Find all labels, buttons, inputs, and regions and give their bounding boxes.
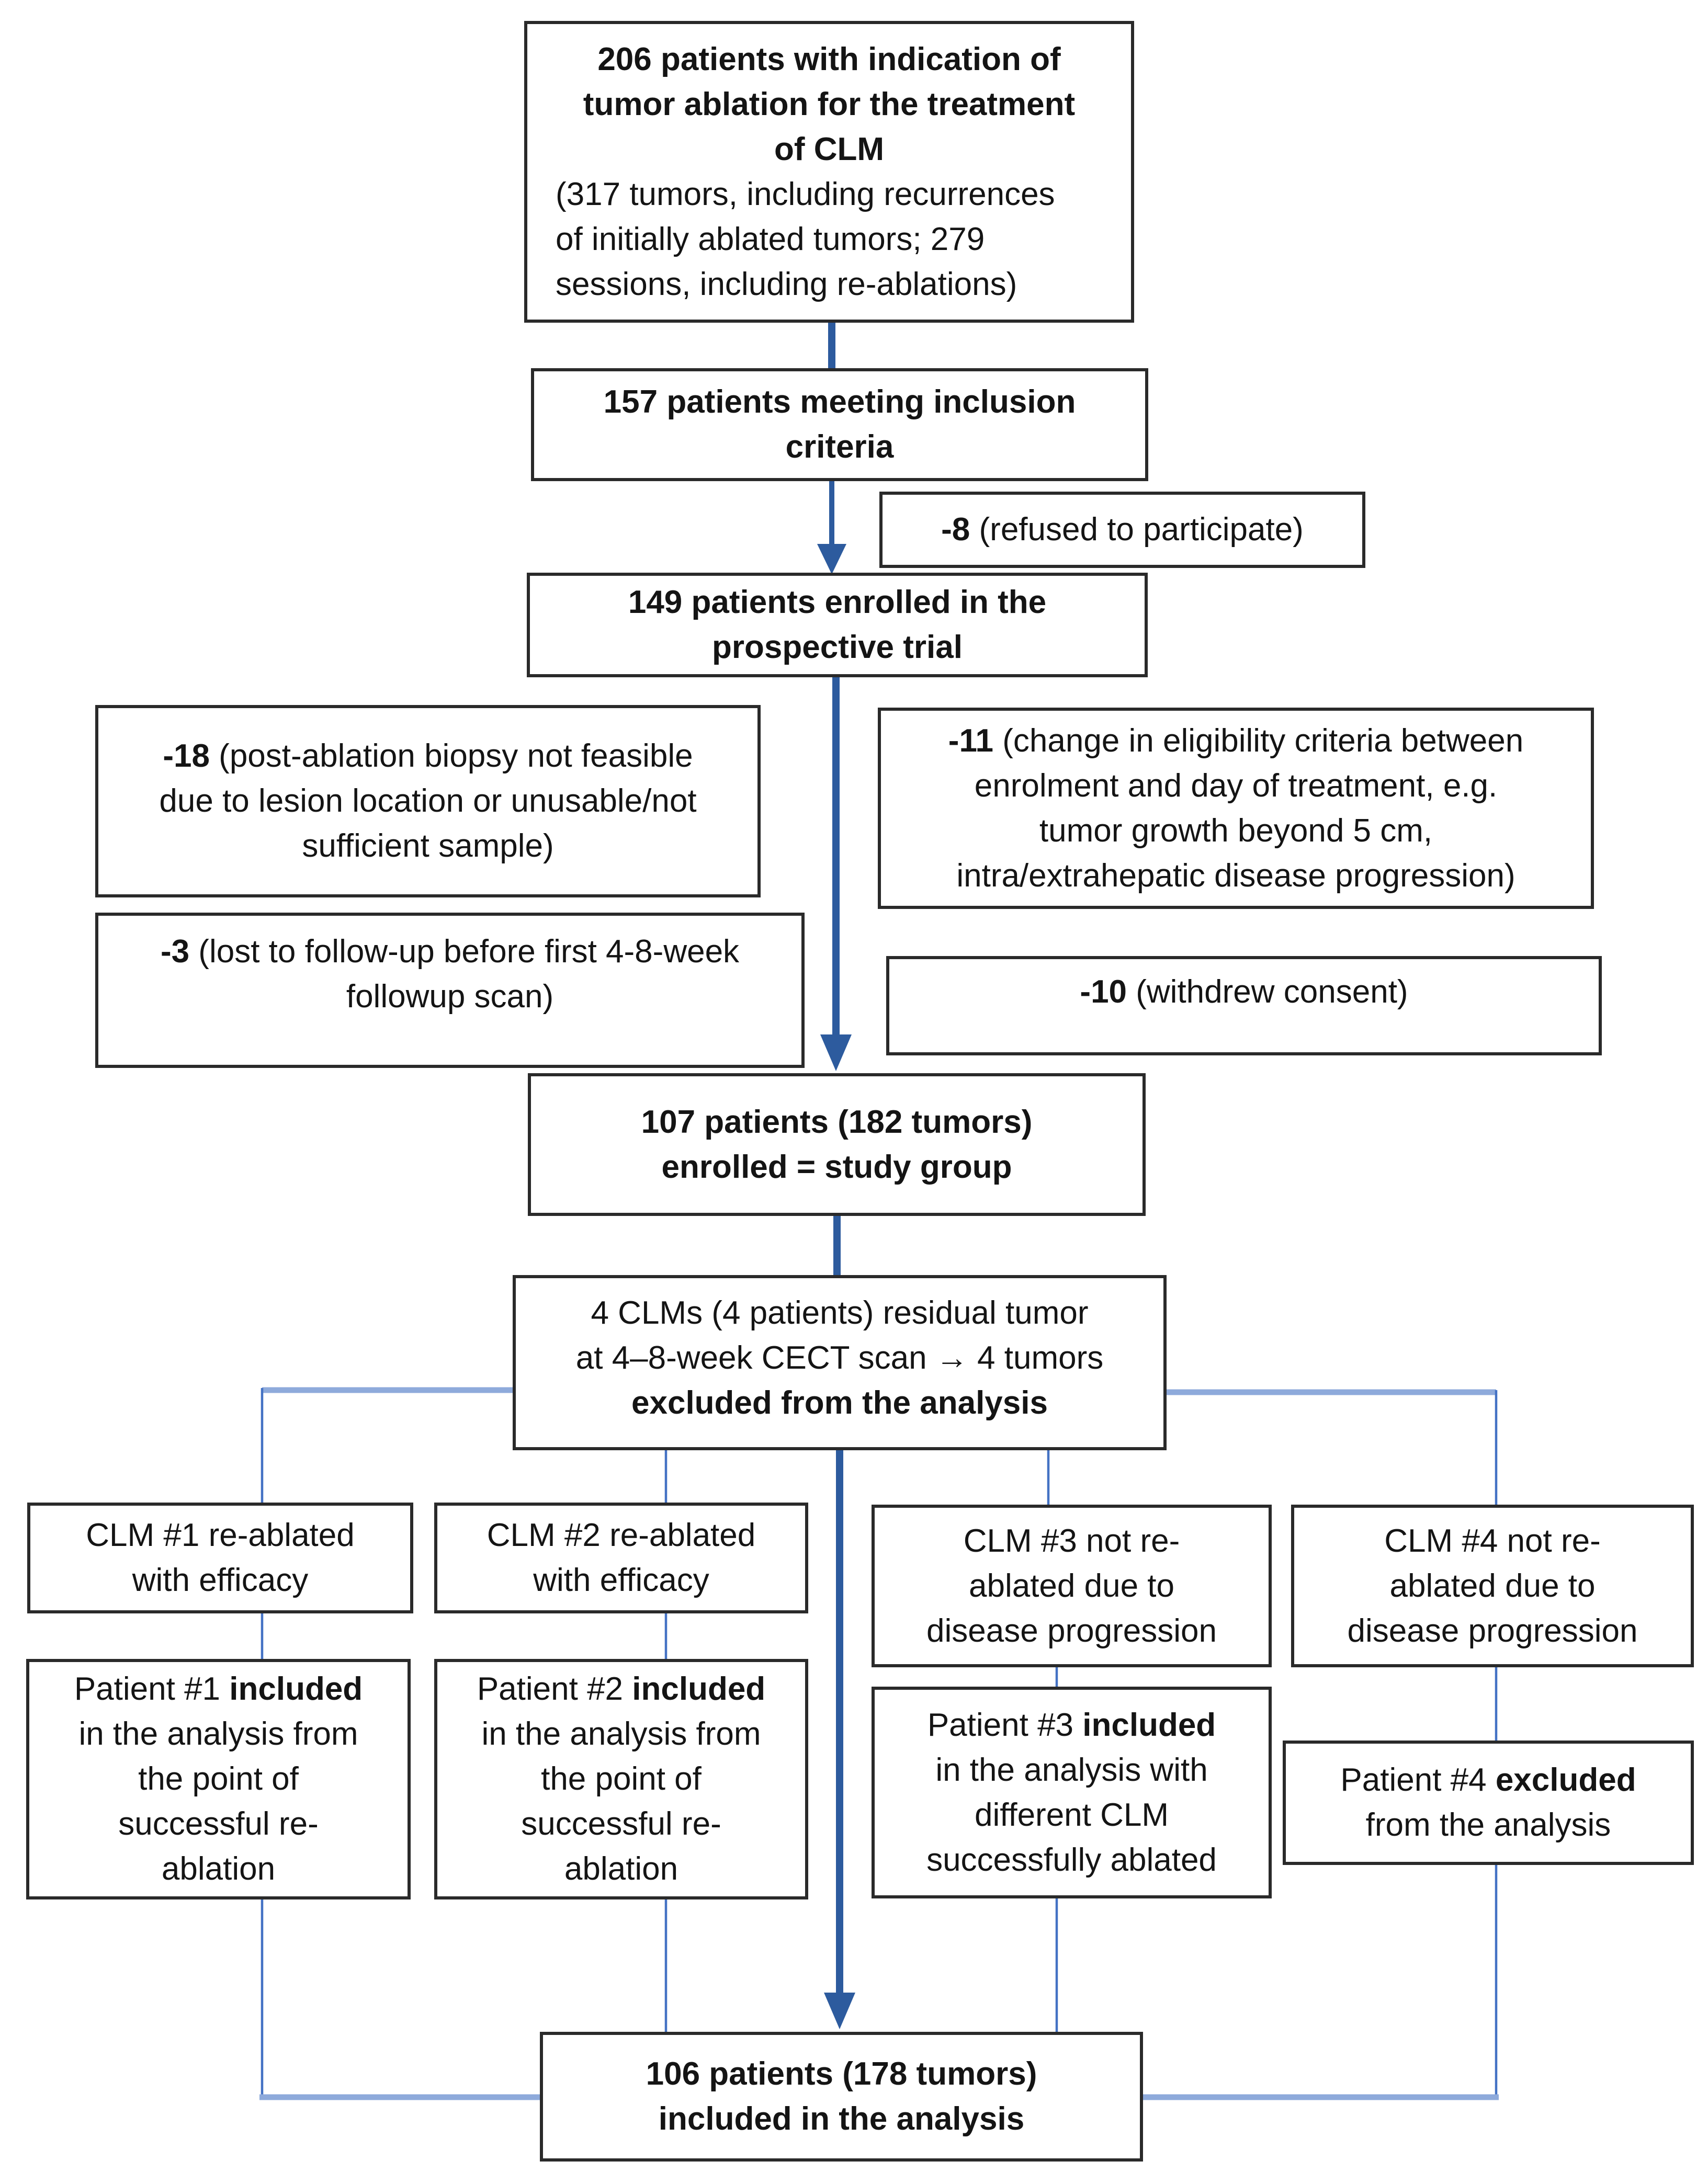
patient1-detail: in the analysis from the point of succes… [78, 1716, 358, 1887]
patient2-label: Patient #2 [477, 1671, 632, 1707]
node-excluded-18-text: -18 (post-ablation biopsy not feasible d… [109, 734, 747, 869]
excluded-11-count: -11 [948, 722, 993, 759]
node-4clm-description: 4 CLMs (4 patients) residual tumor at 4–… [575, 1295, 1104, 1376]
node-206-detail: (317 tumors, including recurrences of in… [556, 176, 1055, 302]
patient3-status: included [1082, 1707, 1216, 1743]
excluded-10-count: -10 [1080, 974, 1127, 1010]
patient4-label: Patient #4 [1340, 1762, 1496, 1798]
node-clm3-not-reablated: CLM #3 not re- ablated due to disease pr… [872, 1505, 1272, 1667]
arrow-157-to-149-head [817, 544, 846, 574]
node-patient4-text: Patient #4 excluded from the analysis [1296, 1758, 1680, 1848]
node-patient1-included: Patient #1 included in the analysis from… [26, 1659, 411, 1899]
node-patient2-text: Patient #2 included in the analysis from… [448, 1667, 795, 1892]
arrow-149-to-107-head [820, 1034, 852, 1071]
node-patient2-included: Patient #2 included in the analysis from… [434, 1659, 808, 1899]
excluded-3-count: -3 [160, 934, 190, 970]
node-clm4-text: CLM #4 not re- ablated due to disease pr… [1347, 1522, 1638, 1649]
node-149-text: 149 patients enrolled in the prospective… [628, 584, 1047, 665]
node-excluded-8-text: -8 (refused to participate) [893, 507, 1352, 552]
excluded-8-reason: (refused to participate) [970, 511, 1304, 548]
patient2-status: included [632, 1671, 766, 1707]
node-106-text: 106 patients (178 tumors) included in th… [646, 2056, 1037, 2137]
excluded-10-reason: (withdrew consent) [1127, 974, 1408, 1010]
excluded-11-reason: (change in eligibility criteria between … [956, 722, 1524, 894]
node-clm2-text: CLM #2 re-ablated with efficacy [487, 1517, 756, 1598]
node-4clm-excluded-label: excluded from the analysis [631, 1385, 1048, 1421]
node-excluded-8-refused: -8 (refused to participate) [879, 492, 1365, 568]
node-4-clm-residual: 4 CLMs (4 patients) residual tumor at 4–… [513, 1275, 1167, 1450]
node-excluded-11-eligibility: -11 (change in eligibility criteria betw… [878, 708, 1594, 909]
excluded-8-count: -8 [941, 511, 970, 548]
patient4-status: excluded [1495, 1762, 1636, 1798]
patient3-label: Patient #3 [927, 1707, 1083, 1743]
node-106-included-analysis: 106 patients (178 tumors) included in th… [540, 2032, 1143, 2162]
node-patient4-excluded: Patient #4 excluded from the analysis [1283, 1741, 1694, 1865]
node-clm4-not-reablated: CLM #4 not re- ablated due to disease pr… [1291, 1505, 1694, 1667]
node-excluded-10-withdrew: -10 (withdrew consent) [886, 956, 1602, 1055]
node-107-text: 107 patients (182 tumors) enrolled = stu… [641, 1104, 1033, 1185]
node-157-text: 157 patients meeting inclusion criteria [603, 384, 1076, 465]
node-excluded-10-text: -10 (withdrew consent) [900, 970, 1588, 1015]
node-patient1-text: Patient #1 included in the analysis from… [40, 1667, 397, 1892]
node-clm2-reablated: CLM #2 re-ablated with efficacy [434, 1503, 808, 1613]
node-excluded-18-biopsy: -18 (post-ablation biopsy not feasible d… [95, 705, 761, 897]
excluded-3-reason: (lost to follow-up before first 4-8-week… [198, 934, 740, 1015]
excluded-18-count: -18 [163, 738, 210, 774]
node-excluded-3-text: -3 (lost to follow-up before first 4-8-w… [109, 929, 791, 1019]
node-107-study-group: 107 patients (182 tumors) enrolled = stu… [528, 1073, 1146, 1216]
node-206-headline: 206 patients with indication of tumor ab… [583, 41, 1076, 167]
patient3-detail: in the analysis with different CLM succe… [926, 1751, 1217, 1878]
patient1-status: included [229, 1671, 363, 1707]
node-clm3-text: CLM #3 not re- ablated due to disease pr… [926, 1522, 1217, 1649]
node-clm1-text: CLM #1 re-ablated with efficacy [86, 1517, 355, 1598]
node-149-patients: 149 patients enrolled in the prospective… [527, 573, 1148, 677]
arrow-4clm-to-106-head [824, 1993, 855, 2029]
patient4-detail: from the analysis [1365, 1807, 1611, 1843]
patient1-label: Patient #1 [74, 1671, 230, 1707]
node-157-patients: 157 patients meeting inclusion criteria [531, 368, 1148, 481]
node-excluded-3-lost-followup: -3 (lost to follow-up before first 4-8-w… [95, 913, 805, 1068]
node-clm1-reablated: CLM #1 re-ablated with efficacy [27, 1503, 413, 1613]
patient2-detail: in the analysis from the point of succes… [481, 1716, 761, 1887]
excluded-18-reason: (post-ablation biopsy not feasible due t… [159, 738, 697, 864]
node-patient3-included: Patient #3 included in the analysis with… [872, 1687, 1272, 1898]
node-206-patients: 206 patients with indication of tumor ab… [524, 21, 1134, 323]
node-excluded-11-text: -11 (change in eligibility criteria betw… [891, 719, 1580, 898]
node-patient3-text: Patient #3 included in the analysis with… [885, 1703, 1258, 1883]
node-4clm-text: 4 CLMs (4 patients) residual tumor at 4–… [526, 1291, 1153, 1426]
